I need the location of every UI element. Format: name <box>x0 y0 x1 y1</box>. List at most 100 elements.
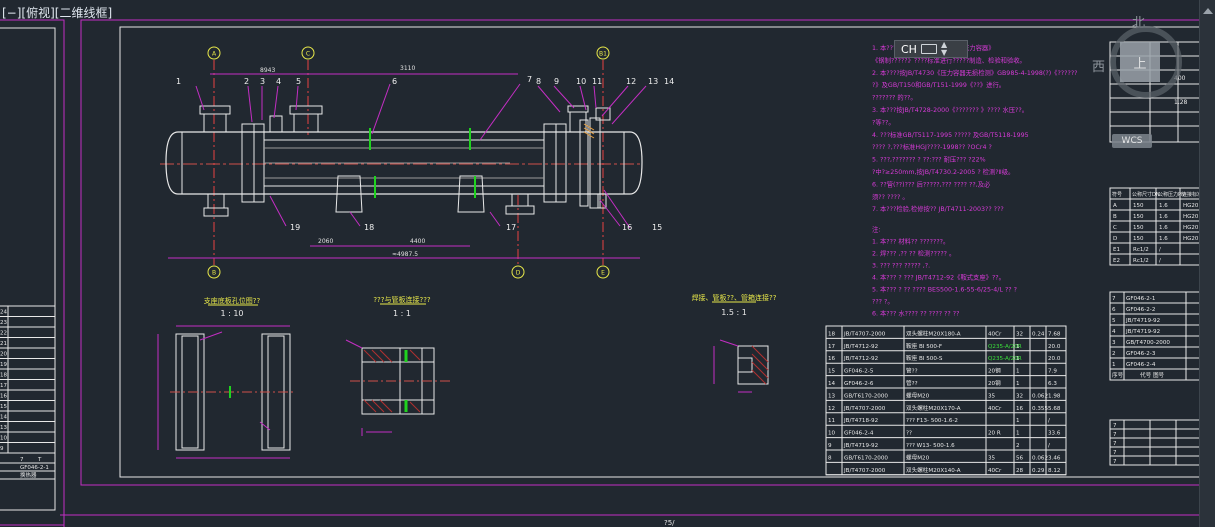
ls-cell: 19 <box>0 362 7 368</box>
part-label: 8 <box>536 77 541 86</box>
detail-saddle-base: 支座底板孔位图?? 1 : 10 <box>157 296 296 459</box>
wcs-menu-button[interactable]: WCS <box>1112 134 1152 148</box>
rb-cell: 7 <box>1113 441 1117 447</box>
axis-label: B <box>212 270 216 277</box>
bom-cell: 56 <box>1016 455 1024 461</box>
bom-cell: 32 <box>1016 331 1023 337</box>
ls-cell: 17 <box>0 383 7 389</box>
params-cell: D <box>1113 236 1117 242</box>
ls-cell: 21 <box>0 341 7 347</box>
note-subline: 2. 焊??? ,?? ?? 检测????? 。 <box>872 249 955 258</box>
bom-cell: JB/T4707-2000 <box>843 331 886 337</box>
bom-cell: 35 <box>988 393 996 399</box>
params-cell: 150 <box>1133 236 1144 242</box>
ls-bottom: T <box>37 457 42 463</box>
note-line: ?》及GB/T150和GB/T151-1999《??》进行。 <box>872 80 1005 89</box>
bottom-bar-text: ?5/ <box>664 519 675 527</box>
viewcube-west[interactable]: 西 <box>1092 60 1106 75</box>
bom-cell: 1 <box>1016 431 1020 437</box>
ls-cell: 20 <box>0 352 7 358</box>
viewcube[interactable]: 北 西 上 WCS <box>1092 12 1198 152</box>
part-label: 11 <box>592 77 602 86</box>
rb-cell: 7 <box>1113 432 1117 438</box>
axis-bubble <box>301 46 315 60</box>
ls-cell: 24 <box>0 310 7 316</box>
dim-bottom-a: 2060 <box>318 238 333 245</box>
ls-cell: 14 <box>0 415 7 421</box>
left-inner-frame <box>0 27 56 511</box>
bom-cell: 20钢 <box>988 367 1001 375</box>
bom-cell: 管?? <box>906 379 918 387</box>
axis-label: B1 <box>599 51 607 58</box>
parts-footer: 序号 <box>1112 371 1124 379</box>
dim-bottom-b: 4400 <box>410 238 425 245</box>
bom-cell: 8 <box>828 455 832 461</box>
bom-cell: 2 <box>1016 443 1020 449</box>
bom-cell: Q235-A/20R <box>988 344 1022 350</box>
bom-cell: 40Cr <box>988 331 1002 337</box>
part-label: 15 <box>652 223 662 232</box>
detail-weld-title: 焊接、管板??、管箱连接?? <box>692 293 777 302</box>
vertical-scrollbar[interactable] <box>1199 0 1215 527</box>
main-inner-frame <box>119 26 1199 478</box>
bom-cell: JB/T4712-92 <box>843 344 878 350</box>
parts-cell: JB/T4719-92 <box>1125 329 1160 335</box>
note-line: ???? ?,???标准HGJ????-1998?? ?OCr4 ? <box>872 142 992 151</box>
part-label: 7 <box>527 75 532 84</box>
params-cell: / <box>1159 247 1161 253</box>
bom-cell: 0.355 <box>1032 406 1048 412</box>
bom-cell: / <box>1048 418 1050 424</box>
parts-cell: GB/T4700-2000 <box>1126 340 1170 346</box>
detail-weld-scale: 1.5 : 1 <box>721 308 747 317</box>
bom-cell: 螺母M20 <box>906 453 930 461</box>
note-line: 4. ???标准GB/T5117-1995 ????? 及GB/T5118-19… <box>872 130 1029 139</box>
bom-cell: 1 <box>1016 369 1020 375</box>
parts-cell: JB/T4719-92 <box>1125 318 1160 324</box>
keyboard-icon[interactable] <box>920 44 937 54</box>
note-line: ?等??。 <box>872 117 895 126</box>
part-label: 16 <box>622 223 632 232</box>
params-cell: Rc1/2 <box>1133 247 1149 253</box>
parts-cell: GF046-2-3 <box>1126 351 1156 357</box>
bom-cell: 16 <box>1016 406 1024 412</box>
main-sheet-frame <box>80 19 1199 486</box>
part-label: 17 <box>506 223 516 232</box>
note-subline: 4. 本??? ? ??? JB/T4712-92《鞍式支座》??。 <box>872 273 1005 282</box>
bom-cell: 20 R <box>988 431 1001 437</box>
note-subheader: 注: <box>872 225 880 234</box>
part-label: 13 <box>648 77 658 86</box>
ls-bottom: 7 <box>20 457 24 463</box>
parts-cell: GF046-2-4 <box>1126 362 1156 368</box>
bom-cell: 10 <box>828 431 836 437</box>
parts-cell: 1 <box>1112 362 1116 368</box>
rb-cell: 7 <box>1113 450 1117 456</box>
note-line: ??????? 的??。 <box>872 93 917 102</box>
note-line: 2. 本????按JB/T4730《压力容器无损检测》GB985-4-1998(… <box>872 68 1078 77</box>
bom-cell: 管?? <box>906 367 918 375</box>
bom-cell: 1 <box>1016 344 1020 350</box>
ime-language-label: CH <box>901 42 917 56</box>
left-sheet-frame <box>0 19 65 526</box>
bom-cell: 0.062 <box>1032 455 1048 461</box>
ime-arrows-icon[interactable]: ▲▼ <box>940 40 948 57</box>
bom-cell: 6.3 <box>1048 381 1057 387</box>
note-subline: 6. 本??? 水???? ?? ???? ?? ?? <box>872 309 959 318</box>
note-subline: 1. 本??? 材料?? ???????。 <box>872 237 949 246</box>
bom-cell: 1 <box>1016 418 1020 424</box>
right-top-val-1: 400 <box>1174 75 1186 82</box>
scroll-up-icon[interactable] <box>1203 8 1213 14</box>
axis-label: E <box>601 270 605 277</box>
axis-label: D <box>516 270 521 277</box>
detail-saddle-title: 支座底板孔位图?? <box>204 296 261 305</box>
ime-indicator[interactable]: CH ▲▼ <box>894 40 968 58</box>
params-header: 连接标准 <box>1182 191 1199 198</box>
bom-cell: 7.9 <box>1048 369 1057 375</box>
parts-cell: 4 <box>1112 329 1116 335</box>
bom-cell: / <box>1048 443 1050 449</box>
bom-cell: 7.68 <box>1048 331 1061 337</box>
viewcube-top-face[interactable]: 上 <box>1120 42 1160 82</box>
viewcube-compass-ring[interactable] <box>1110 26 1182 98</box>
viewport-label[interactable]: [−][俯视][二维线框] <box>2 6 113 20</box>
